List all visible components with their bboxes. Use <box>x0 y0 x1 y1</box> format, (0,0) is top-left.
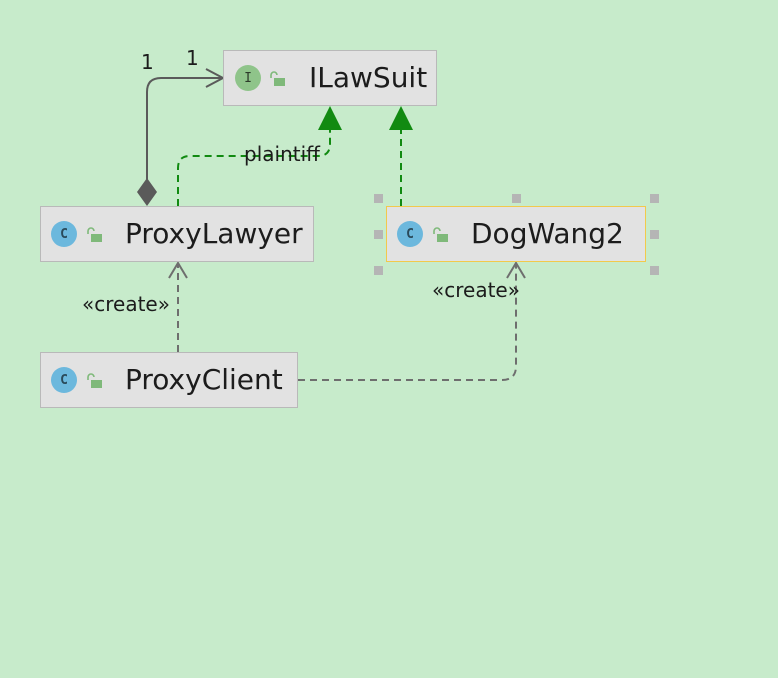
open-lock-icon <box>433 227 448 242</box>
proxylawyer-node[interactable]: C ProxyLawyer <box>40 206 314 262</box>
node-title: ProxyLawyer <box>125 217 303 250</box>
resize-handle-bottom-right[interactable] <box>650 266 659 275</box>
resize-handle-right[interactable] <box>650 230 659 239</box>
proxyclient-node[interactable]: C ProxyClient <box>40 352 298 408</box>
open-lock-icon <box>270 71 285 86</box>
resize-handle-top-right[interactable] <box>650 194 659 203</box>
resize-handle-top[interactable] <box>512 194 521 203</box>
resize-handle-bottom-left[interactable] <box>374 266 383 275</box>
node-title: DogWang2 <box>471 217 624 250</box>
node-title: ProxyClient <box>125 363 283 396</box>
composition-diamond <box>137 178 157 206</box>
open-lock-icon <box>87 227 102 242</box>
source-multiplicity: 1 <box>141 50 154 74</box>
node-title: ILawSuit <box>309 61 428 94</box>
create-lawyer-label: «create» <box>82 292 170 316</box>
create-dogwang-arrowhead <box>506 261 526 279</box>
class-icon: C <box>397 221 423 247</box>
create-dogwang-label: «create» <box>432 278 520 302</box>
create-lawyer-arrowhead <box>168 261 188 279</box>
class-icon: C <box>51 367 77 393</box>
realization-lawyer-arrowhead <box>318 106 342 130</box>
ilawsuit-node[interactable]: I ILawSuit <box>223 50 437 106</box>
association-edge[interactable] <box>146 77 223 190</box>
resize-handle-left[interactable] <box>374 230 383 239</box>
dogwang2-node[interactable]: C DogWang2 <box>386 206 646 262</box>
plaintiff-label: plaintiff <box>244 142 320 166</box>
realization-lawyer-edge[interactable] <box>177 128 331 206</box>
class-icon: C <box>51 221 77 247</box>
target-multiplicity: 1 <box>186 46 199 70</box>
realization-dogwang-arrowhead <box>389 106 413 130</box>
create-dogwang-edge[interactable] <box>298 264 517 381</box>
resize-handle-top-left[interactable] <box>374 194 383 203</box>
open-lock-icon <box>87 373 102 388</box>
interface-icon: I <box>235 65 261 91</box>
